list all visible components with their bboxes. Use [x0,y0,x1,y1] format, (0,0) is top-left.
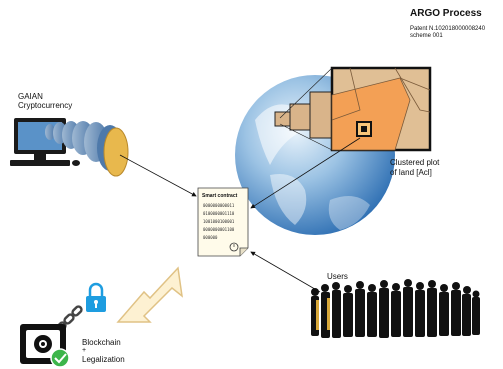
crypto-label-line1: GAIAN [18,92,43,101]
arrow-crypto-to-contract [119,154,197,197]
blockchain-label: Blockchain [82,338,121,347]
land-label-line1: Clustered plot [390,158,440,167]
scheme-number: scheme 001 [410,33,443,39]
contract-code-line: 0100000001110 [203,211,235,216]
contract-code-line: 000000 [203,235,218,240]
contract-code-line: 0000000001100 [203,227,235,232]
blockchain-plus: + [82,347,87,354]
land-label-line2: of land [Acl] [390,168,432,177]
big-arrow-to-blockchain [116,266,184,323]
diagram-title: ARGO Process [410,8,482,19]
contract-code-line: 0000000000011 [203,203,235,208]
lock-icon [86,282,106,312]
patent-number: Patent N.102018000008240 [410,26,486,32]
arrow-land-to-contract [250,137,361,209]
users-crowd-icon [311,279,480,338]
smart-contract-title: Smart contract [202,193,238,199]
legalization-label: Legalization [82,355,125,364]
crypto-label-line2: Cryptocurrency [18,101,73,110]
arrow-users-to-contract [250,251,321,293]
land-plot-zoom [274,66,432,152]
check-icon [50,348,70,368]
users-label: Users [327,272,348,281]
coin-coil-icon [45,121,129,177]
contract-code-line: 1001000100001 [203,219,235,224]
smart-contract-document [197,187,249,257]
